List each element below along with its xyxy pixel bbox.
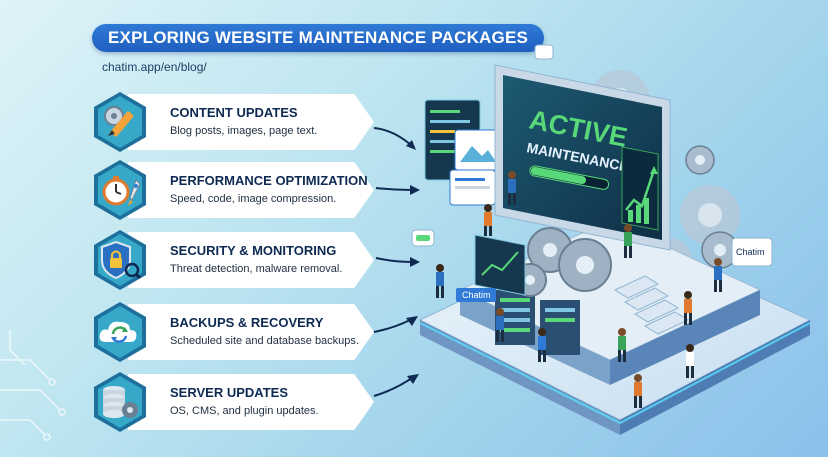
card-heading: CONTENT UPDATES: [170, 105, 298, 120]
monitor: ACTIVE MAINTENANCE: [494, 64, 671, 251]
maintenance-illustration: ACTIVE MAINTENANCE Chatim: [400, 40, 828, 457]
card-performance-optimization: PERFORMANCE OPTIMIZATION Speed, code, im…: [88, 160, 374, 220]
stopwatch-rocket-icon: [88, 158, 152, 222]
server-gear-icon: [88, 370, 152, 434]
chatim-badge: Chatim: [456, 288, 496, 302]
circuit-decoration: [0, 330, 66, 441]
card-heading: SERVER UPDATES: [170, 385, 288, 400]
card-banner: [128, 94, 374, 150]
arrow-icon: [375, 257, 420, 267]
progress-fill: [530, 166, 587, 185]
chat-bubble-icon: [534, 44, 554, 60]
arrow-icon: [375, 185, 420, 195]
card-description: Threat detection, malware removal.: [170, 263, 343, 275]
svg-text:Chatim: Chatim: [736, 247, 765, 257]
cloud-sync-icon: [88, 300, 152, 364]
card-banner: [128, 304, 374, 360]
chatim-side-badge: Chatim: [731, 237, 773, 267]
card-security-monitoring: SECURITY & MONITORING Threat detection, …: [88, 230, 374, 290]
card-content-updates: CONTENT UPDATES Blog posts, images, page…: [88, 92, 374, 152]
card-backups-recovery: BACKUPS & RECOVERY Scheduled site and da…: [88, 302, 374, 362]
card-description: Scheduled site and database backups.: [170, 335, 359, 347]
shield-lock-icon: [88, 228, 152, 292]
page-title: EXPLORING WEBSITE MAINTENANCE PACKAGES: [92, 24, 545, 52]
image-card: [454, 129, 501, 171]
arrow-icon: [373, 316, 418, 333]
source-url: chatim.app/en/blog/: [102, 60, 207, 74]
card-server-updates: SERVER UPDATES OS, CMS, and plugin updat…: [88, 372, 374, 432]
card-banner: [128, 232, 374, 288]
card-description: Blog posts, images, page text.: [170, 125, 318, 137]
pencil-gear-icon: [88, 90, 152, 154]
arrow-icon: [373, 374, 419, 397]
card-heading: SECURITY & MONITORING: [170, 243, 337, 258]
arrow-icon: [373, 127, 416, 150]
window-card: [449, 169, 496, 206]
card-heading: PERFORMANCE OPTIMIZATION: [170, 173, 368, 188]
card-heading: BACKUPS & RECOVERY: [170, 315, 324, 330]
card-description: Speed, code, image compression.: [170, 193, 337, 205]
people: [436, 171, 722, 408]
card-banner: [128, 374, 374, 430]
card-banner: [128, 162, 374, 218]
svg-text:Chatim: Chatim: [462, 290, 491, 300]
card-description: OS, CMS, and plugin updates.: [170, 405, 319, 417]
